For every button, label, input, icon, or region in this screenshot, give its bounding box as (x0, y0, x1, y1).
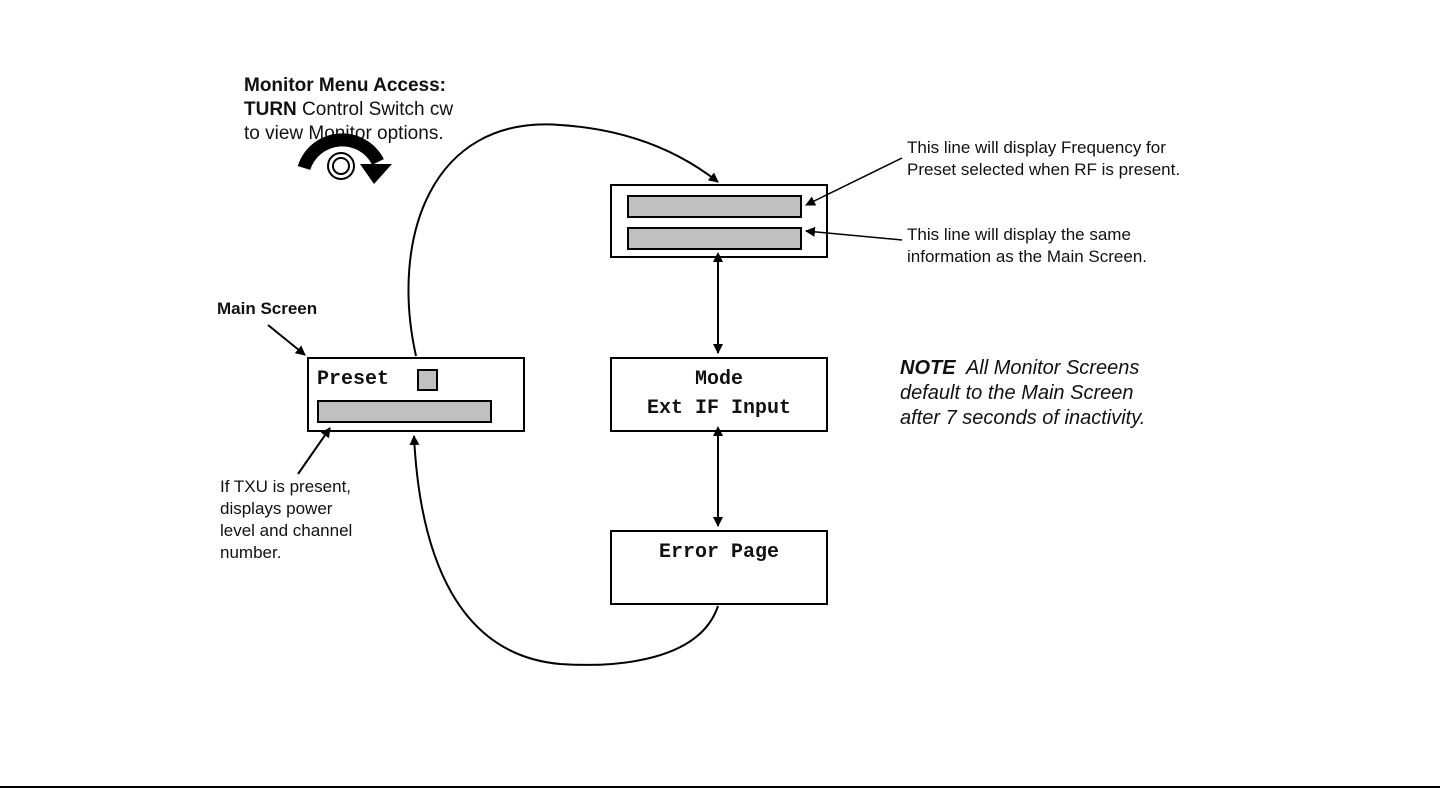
note-line1: NOTE All Monitor Screens (900, 356, 1145, 381)
txu-annotation-line3: level and channel (220, 521, 353, 540)
txu-annotation-line4: number. (220, 543, 282, 562)
turn-keyword: TURN (244, 99, 297, 120)
monitor-access-line1: TURN Control Switch cw (244, 98, 453, 122)
info-annotation-line1: This line will display the same (907, 225, 1131, 244)
txu-annotation: If TXU is present, displays power level … (220, 476, 352, 564)
info-annotation-line2: information as the Main Screen. (907, 247, 1148, 266)
error-page-label: Error Page (658, 541, 780, 564)
callout-main-screen (267, 324, 306, 356)
mode-line2: Ext IF Input (646, 397, 792, 420)
note-line1-text: All Monitor Screens (965, 357, 1140, 379)
arrow-error-to-main (409, 435, 719, 666)
monitor-access-title: Monitor Menu Access: (244, 75, 446, 96)
mode-line1: Mode (694, 368, 743, 391)
main-screen-display-bar (317, 400, 492, 423)
frequency-annotation: This line will display Frequency for Pre… (907, 137, 1180, 181)
mode-screen-box (610, 357, 828, 432)
frequency-annotation-line1: This line will display Frequency for (907, 138, 1166, 157)
inactivity-note: NOTE All Monitor Screens default to the … (900, 356, 1145, 431)
info-display-bar (627, 227, 802, 250)
callout-frequency-line (805, 157, 903, 206)
callout-txu (297, 427, 331, 475)
main-screen-label: Main Screen (217, 299, 318, 318)
rotate-clockwise-icon (297, 133, 392, 184)
monitor-access-line1-rest: Control Switch cw (296, 99, 454, 120)
info-annotation: This line will display the same informat… (907, 224, 1147, 268)
frequency-display-bar (627, 195, 802, 218)
note-line2: default to the Main Screen (900, 382, 1134, 404)
txu-annotation-line1: If TXU is present, (220, 477, 352, 496)
callout-info-line (805, 226, 903, 241)
preset-indicator (417, 369, 438, 391)
arrow-main-to-monitor (407, 123, 719, 357)
error-page-box (610, 530, 828, 605)
preset-label: Preset (317, 368, 390, 391)
txu-annotation-line2: displays power (220, 499, 333, 518)
frequency-annotation-line2: Preset selected when RF is present. (907, 160, 1181, 179)
note-label: NOTE (900, 357, 956, 379)
bottom-rule (0, 786, 1440, 788)
note-line3: after 7 seconds of inactivity. (900, 407, 1146, 429)
